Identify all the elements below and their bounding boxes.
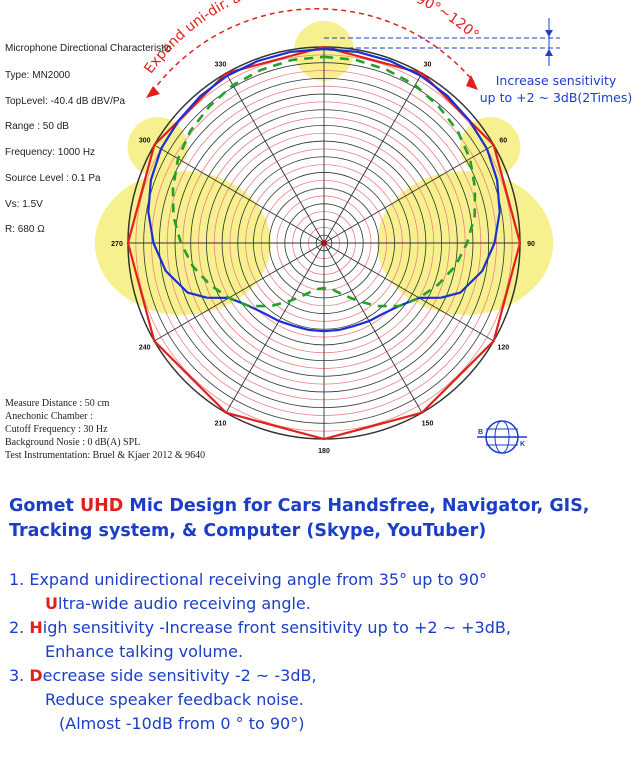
feature-1-line-1: 1. Expand unidirectional receiving angle… bbox=[9, 570, 488, 589]
sensitivity-callout-line-1: Increase sensitivity bbox=[495, 73, 617, 88]
logo-letter-b: B bbox=[478, 429, 483, 436]
feature-2-letter: H bbox=[29, 618, 43, 637]
polar-center bbox=[321, 240, 327, 246]
feature-1-letter: U bbox=[45, 594, 58, 613]
series-layer bbox=[126, 45, 522, 441]
feature-3-line-2: Reduce speaker feedback noise. bbox=[45, 690, 304, 709]
info-type: Type: MN2000 bbox=[5, 70, 71, 81]
sensitivity-arrowhead-down bbox=[545, 30, 553, 37]
feature-3-letter: D bbox=[29, 666, 43, 685]
angle-arc-arrow bbox=[151, 8, 475, 93]
angle-label: 60 bbox=[499, 138, 507, 145]
angle-labels: 30 60 90 120 150 180 210 240 270 300 330 bbox=[111, 62, 535, 455]
chart-title: Microphone Directional Characteristic bbox=[5, 43, 172, 54]
polar-spokes bbox=[128, 47, 520, 439]
logo-letter-k: K bbox=[520, 441, 525, 448]
feature-3-line-3: (Almost -10dB from 0 ° to 90°) bbox=[59, 714, 305, 733]
measure-distance: Measure Distance : 50 cm bbox=[5, 398, 110, 409]
feature-3-prefix: 3. bbox=[9, 666, 30, 685]
polar-spoke bbox=[323, 73, 423, 244]
feature-2-prefix: 2. bbox=[9, 618, 30, 637]
info-r: R: 680 Ω bbox=[5, 224, 45, 235]
angle-label: 210 bbox=[215, 420, 227, 427]
feature-2-line-1: 2. High sensitivity -Increase front sens… bbox=[9, 616, 511, 640]
polar-spoke bbox=[323, 242, 423, 413]
angle-label: 240 bbox=[139, 345, 151, 352]
angle-label: 120 bbox=[497, 345, 509, 352]
sensitivity-callout-line-2: up to +2 ~ 3dB(2Times) bbox=[479, 90, 633, 105]
angle-label: 90 bbox=[527, 241, 535, 248]
feature-1-line-2: Ultra-wide audio receiving angle. bbox=[9, 592, 311, 616]
cutoff-frequency: Cutoff Frequency : 30 Hz bbox=[5, 424, 108, 435]
info-top-level: TopLevel: -40.4 dB dBV/Pa bbox=[5, 96, 126, 107]
feature-2-rest: igh sensitivity -Increase front sensitiv… bbox=[42, 618, 511, 637]
feature-3-line-1: 3. Decrease side sensitivity -2 ~ -3dB, bbox=[9, 664, 317, 688]
polar-spoke bbox=[323, 242, 494, 342]
angle-label: 300 bbox=[139, 138, 151, 145]
polar-spoke bbox=[225, 242, 325, 413]
sensitivity-arrowhead-up bbox=[545, 49, 553, 56]
polar-spoke bbox=[154, 242, 325, 342]
headline-uhd: UHD bbox=[79, 496, 124, 516]
bk-logo: B K bbox=[477, 420, 527, 454]
feature-1-rest: ltra-wide audio receiving angle. bbox=[58, 594, 311, 613]
test-instrumentation: Test Instrumentation: Bruel & Kjaer 2012… bbox=[5, 450, 206, 461]
feature-2-line-2: Enhance talking volume. bbox=[45, 642, 244, 661]
headline-part-3: Mic Design for Cars Handsfree, Navigator… bbox=[9, 496, 590, 541]
angle-label: 270 bbox=[111, 241, 123, 248]
headline: Gomet UHD Mic Design for Cars Handsfree,… bbox=[9, 494, 634, 544]
series-line-2 bbox=[147, 47, 501, 333]
angle-label: 30 bbox=[424, 62, 432, 69]
series-line-3 bbox=[171, 55, 477, 308]
polar-spoke bbox=[225, 73, 325, 244]
info-vs: Vs: 1.5V bbox=[5, 199, 43, 210]
arc-arrowhead-right bbox=[466, 75, 478, 90]
angle-label: 180 bbox=[318, 448, 330, 455]
angle-label: 330 bbox=[215, 62, 227, 69]
sensitivity-callout: Increase sensitivity up to +2 ~ 3dB(2Tim… bbox=[470, 72, 642, 106]
series-line-1 bbox=[126, 45, 522, 441]
angle-label: 150 bbox=[422, 420, 434, 427]
feature-3-rest: ecrease side sensitivity -2 ~ -3dB, bbox=[42, 666, 317, 685]
polar-spoke bbox=[323, 144, 494, 244]
polar-spoke bbox=[154, 144, 325, 244]
arc-arrowhead-left bbox=[146, 86, 160, 98]
info-range: Range : 50 dB bbox=[5, 121, 69, 132]
info-source-level: Source Level : 0.1 Pa bbox=[5, 173, 101, 184]
headline-part-1: Gomet bbox=[9, 496, 80, 516]
background-noise: Background Nosie : 0 dB(A) SPL bbox=[5, 437, 141, 448]
info-frequency: Frequency: 1000 Hz bbox=[5, 147, 96, 158]
anechoic-chamber: Anechonic Chamber : bbox=[5, 411, 93, 422]
